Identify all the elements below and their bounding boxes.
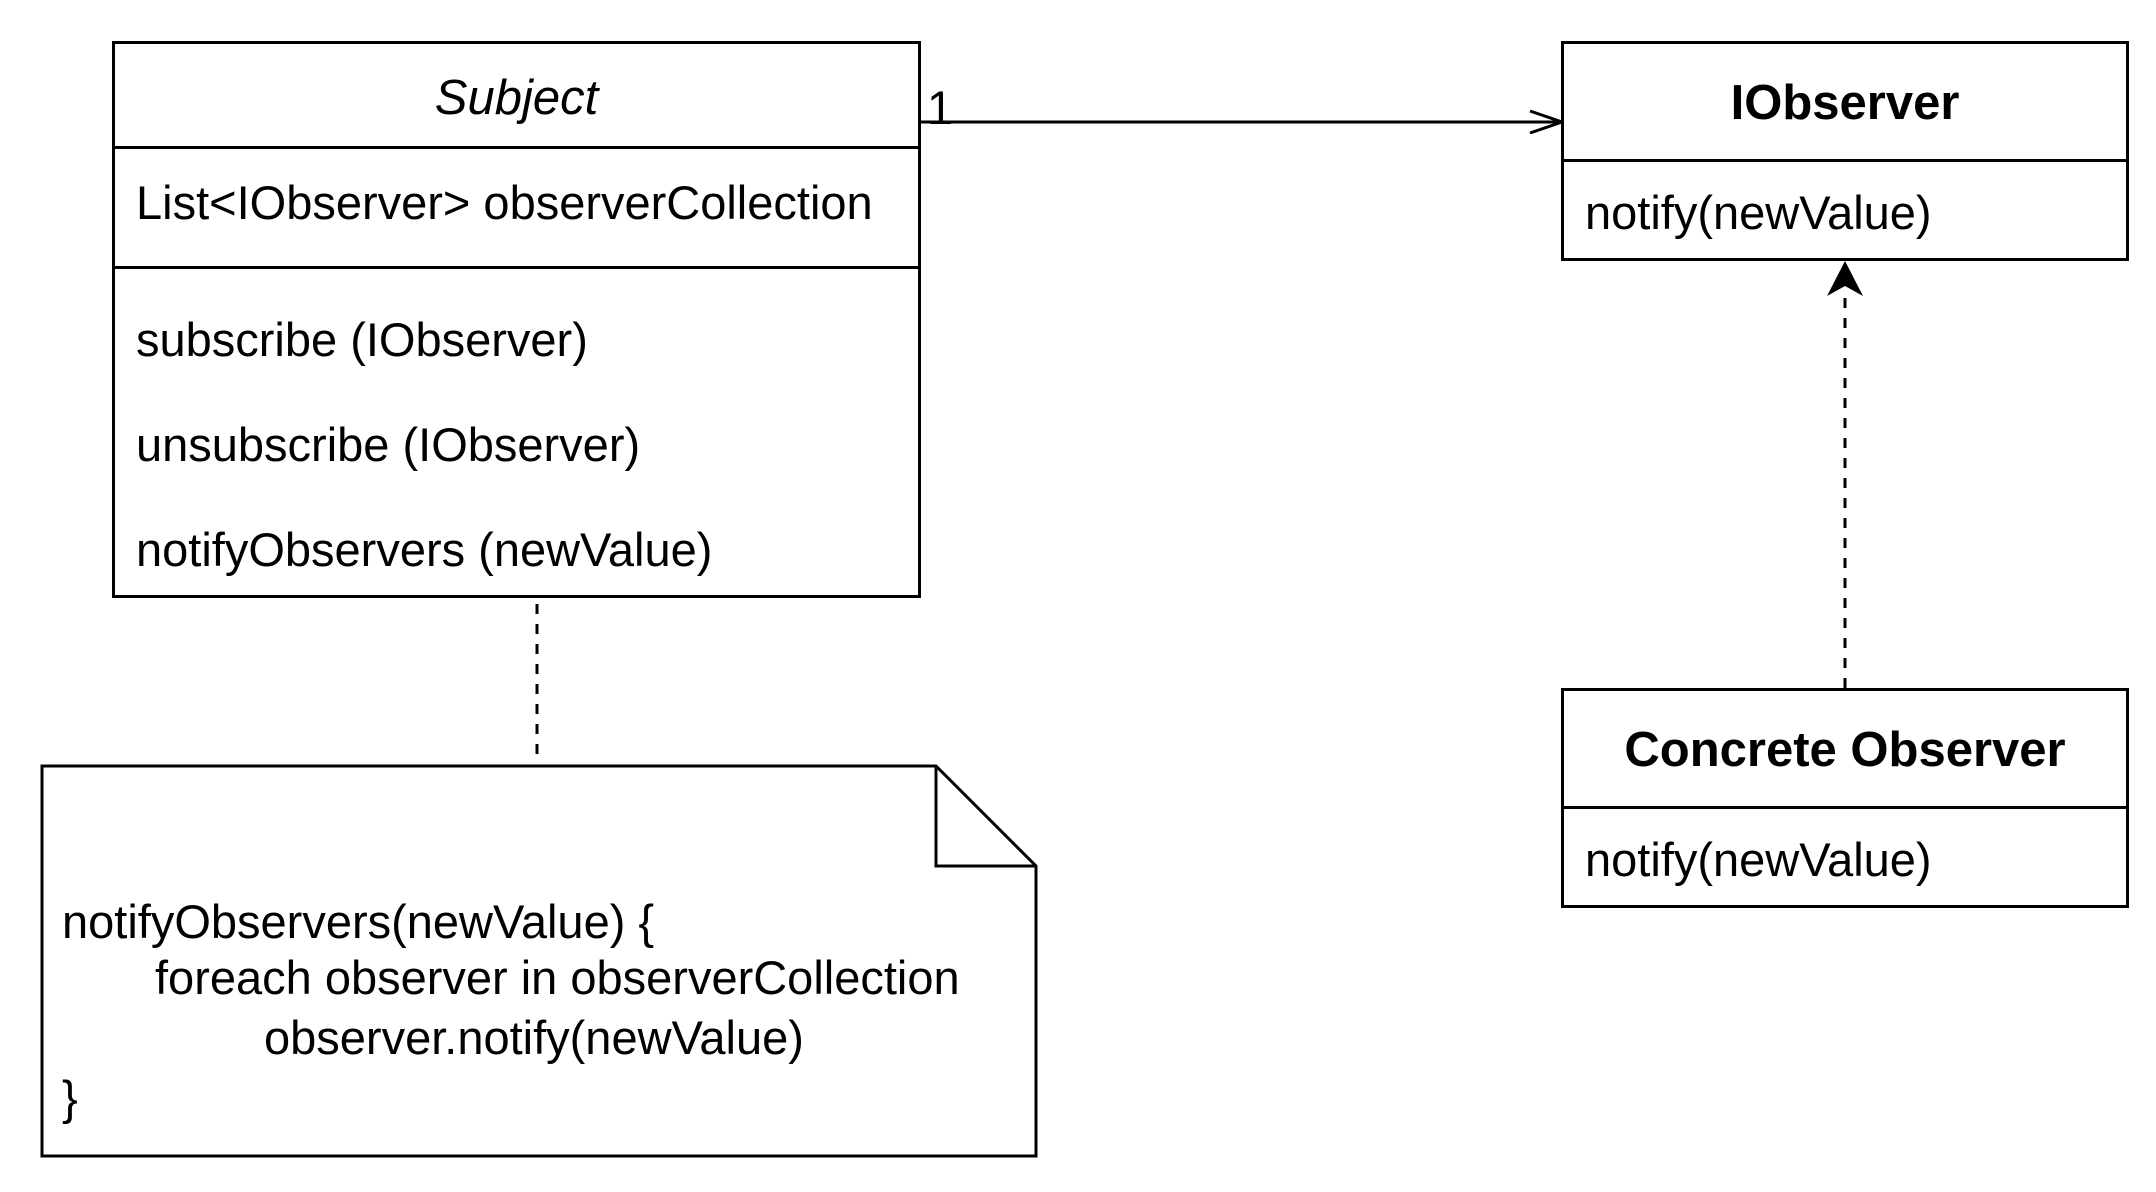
note-line-1: notifyObservers(newValue) { <box>62 895 655 948</box>
concrete-observer-name: Concrete Observer <box>1624 723 2066 777</box>
concrete-observer-name-divider <box>1564 806 2126 809</box>
subject-operation-notify-observers: notifyObservers (newValue) <box>136 523 713 576</box>
note-line-3: observer.notify(newValue) <box>264 1011 804 1064</box>
iobserver-name-divider <box>1564 159 2126 162</box>
iobserver-interface[interactable]: IObserver notify(newValue) <box>1561 41 2129 261</box>
subject-name-divider <box>115 146 918 149</box>
subject-class[interactable]: Subject List<IObserver> observerCollecti… <box>112 41 921 598</box>
note-line-2: foreach observer in observerCollection <box>155 951 960 1004</box>
subject-attribute-divider <box>115 266 918 269</box>
concrete-observer-operation-notify: notify(newValue) <box>1585 833 1932 886</box>
note-fold <box>934 766 1036 868</box>
note-line-4: } <box>62 1071 78 1124</box>
subject-operation-unsubscribe: unsubscribe (IObserver) <box>136 418 641 471</box>
iobserver-operation-notify: notify(newValue) <box>1585 186 1932 239</box>
subject-class-name: Subject <box>434 71 599 125</box>
note-shape <box>40 764 1038 1158</box>
realization-arrowhead <box>1827 261 1863 296</box>
association-multiplicity: 1 <box>927 81 954 134</box>
subject-attribute: List<IObserver> observerCollection <box>136 176 873 229</box>
subject-operation-subscribe: subscribe (IObserver) <box>136 313 588 366</box>
iobserver-name: IObserver <box>1730 76 1960 130</box>
concrete-observer-class[interactable]: Concrete Observer notify(newValue) <box>1561 688 2129 908</box>
